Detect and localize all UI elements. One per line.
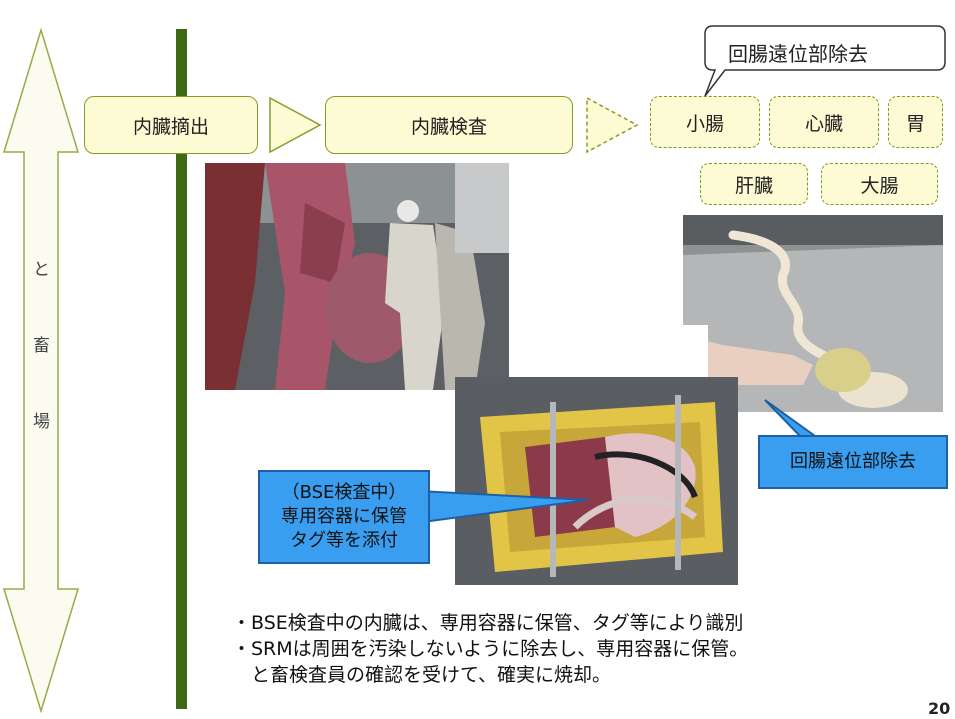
callout-container-line-2: 専用容器に保管 — [281, 505, 407, 527]
side-label-char-2: 畜 — [33, 336, 50, 356]
bullet-item-2: ・SRMは周囲を汚染しないように除去し、専用容器に保管。 — [232, 638, 749, 661]
organ-heart: 心臓 — [769, 96, 879, 148]
arrow-right-dashed-icon — [586, 96, 639, 154]
step-organ-removal: 内臓摘出 — [84, 96, 258, 154]
callout-ileum-pointer — [764, 399, 819, 437]
organ-stomach: 胃 — [888, 96, 943, 148]
timeline-bar — [176, 29, 187, 709]
arrow-right-icon — [269, 96, 322, 154]
side-label-char-3: 場 — [33, 412, 50, 432]
vertical-double-arrow — [2, 28, 80, 713]
callout-container-line-3: タグ等を添付 — [290, 530, 398, 552]
page-number: 20 — [928, 699, 951, 718]
organ-liver: 肝臓 — [700, 163, 808, 205]
ileum-removal-top-label: 回腸遠位部除去 — [728, 42, 868, 66]
organ-large-intestine: 大腸 — [821, 163, 938, 205]
step-organ-inspection: 内臓検査 — [325, 96, 573, 154]
photo-container — [455, 377, 738, 585]
photo-evisceration — [205, 163, 509, 390]
callout-container-line-1: （BSE検査中） — [281, 481, 407, 503]
callout-ileum-removal: 回腸遠位部除去 — [758, 435, 948, 489]
speech-bubble-top — [704, 25, 946, 97]
bullet-item-3: と畜検査員の確認を受けて、確実に焼却。 — [232, 664, 612, 687]
side-label-char-1: と — [33, 260, 50, 280]
bullet-item-1: ・BSE検査中の内臓は、専用容器に保管、タグ等により識別 — [232, 612, 744, 634]
bullet-list: ・BSE検査中の内臓は、専用容器に保管、タグ等により識別 ・SRMは周囲を汚染し… — [232, 610, 932, 689]
organ-small-intestine: 小腸 — [650, 96, 760, 148]
callout-container-storage: （BSE検査中） 専用容器に保管 タグ等を添付 — [258, 470, 430, 564]
